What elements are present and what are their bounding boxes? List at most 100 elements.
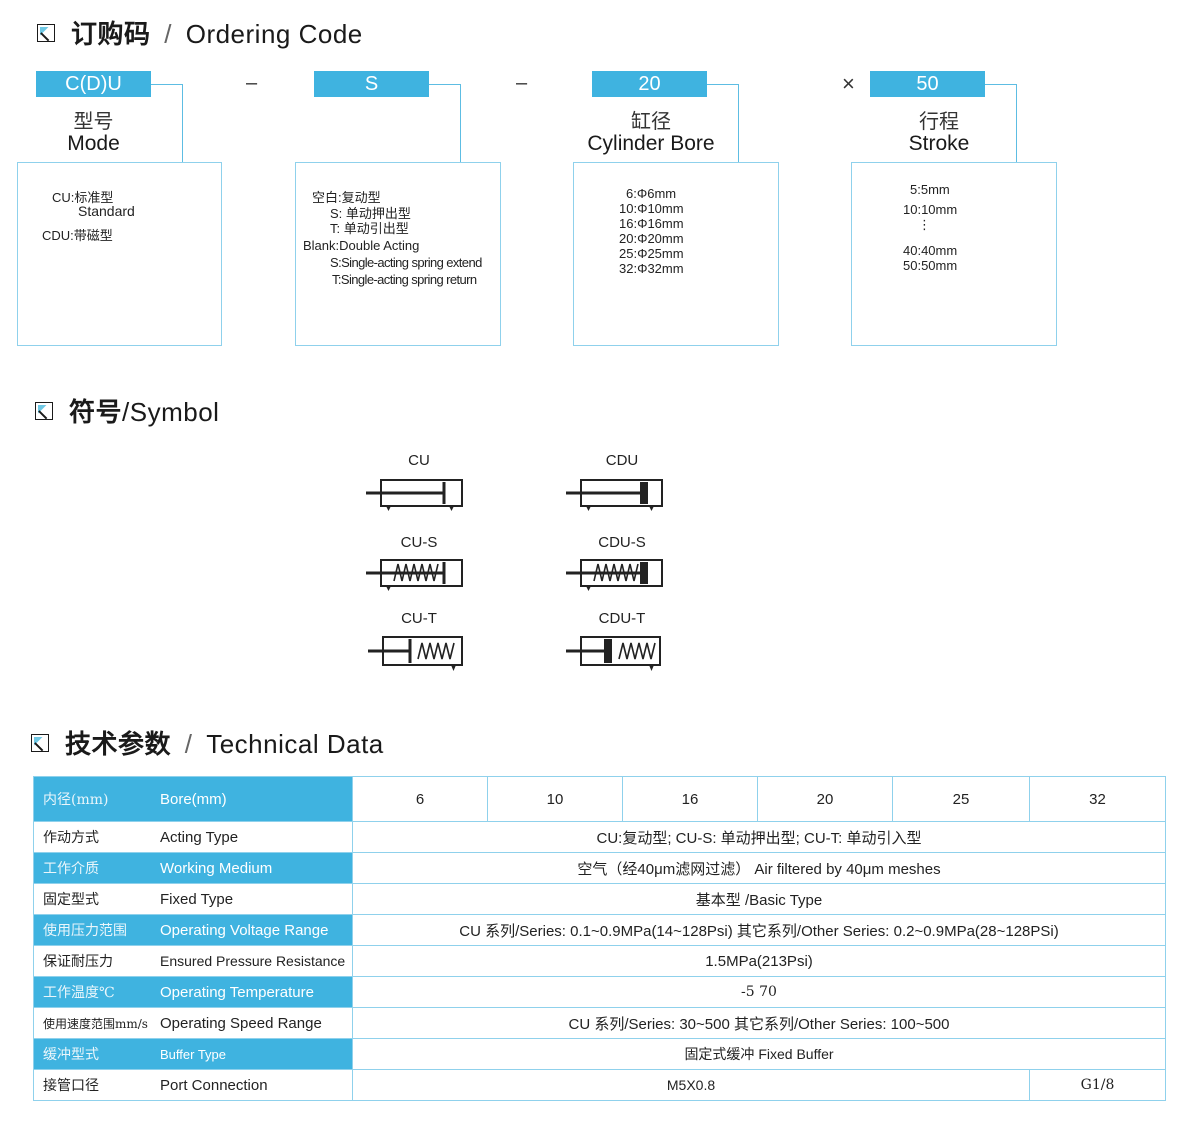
table-row: 使用压力范围 Operating Voltage Range CU 系列/Seri… xyxy=(33,914,1166,946)
row-label-cn: 使用速度范围mm/s xyxy=(43,1016,148,1031)
bore-value: 6 xyxy=(352,776,488,822)
stroke-option: 5:5mm xyxy=(910,182,950,197)
stroke-option: 40:40mm xyxy=(903,243,958,258)
cu-t-cylinder-symbol xyxy=(368,636,463,671)
table-row: 接管口径 Port Connection M5X0.8 G1/8 xyxy=(33,1069,1166,1101)
code-tag-stroke: 50 xyxy=(870,71,985,97)
row-value: 固定式缓冲 Fixed Buffer xyxy=(352,1038,1166,1070)
bore-value: 20 xyxy=(757,776,893,822)
row-label-en: Operating Speed Range xyxy=(160,1014,322,1032)
cu-s-cylinder-symbol xyxy=(366,559,463,591)
section-arrow-icon xyxy=(31,733,49,752)
stroke-ellipsis: ⋮ xyxy=(918,217,931,232)
option-cu: CU:标准型 xyxy=(52,190,114,205)
row-value: 1.5MPa(213Psi) xyxy=(352,945,1166,977)
row-value: -5 70 xyxy=(352,976,1166,1008)
bore-value: 25 xyxy=(892,776,1030,822)
option-blank-cn: 空白:复动型 xyxy=(312,190,381,205)
cdu-t-cylinder-symbol xyxy=(566,636,661,671)
technical-data-table: 内径(mm) Bore(mm) 6 10 16 20 25 32 作动方式 Acti… xyxy=(33,776,1166,1101)
separator-dash-2: – xyxy=(516,72,528,94)
row-label-cn: 使用压力范围 xyxy=(43,923,127,939)
option-t-cn: T: 单动引出型 xyxy=(330,221,409,236)
leader-line xyxy=(707,84,739,162)
option-s-cn: S: 单动押出型 xyxy=(330,206,411,221)
row-label-cn: 工作介质 xyxy=(43,861,99,877)
option-cdu: CDU:带磁型 xyxy=(42,228,113,243)
leader-line xyxy=(429,84,461,162)
table-header-row: 内径(mm) Bore(mm) 6 10 16 20 25 32 xyxy=(33,776,1166,822)
code-tag-action: S xyxy=(314,71,429,97)
section-arrow-icon xyxy=(35,401,53,420)
stroke-label-en: Stroke xyxy=(908,132,970,155)
row-value: 空气（经40μm滤网过滤） Air filtered by 40μm meshe… xyxy=(352,852,1166,884)
row-label-cn: 作动方式 xyxy=(43,830,99,846)
row-value: M5X0.8 xyxy=(352,1069,1030,1101)
stroke-options-box: 5:5mm 10:10mm ⋮ 40:40mm 50:50mm xyxy=(851,162,1057,346)
row-value-secondary: G1/8 xyxy=(1029,1069,1166,1101)
ordering-code-heading: 订购码 / Ordering Code xyxy=(37,14,363,51)
row-label-en: Acting Type xyxy=(160,829,239,846)
table-row: 使用速度范围mm/s Operating Speed Range CU 系列/Se… xyxy=(33,1007,1166,1039)
row-label-cn: 工作温度℃ xyxy=(43,985,115,1001)
row-label-en: Working Medium xyxy=(160,860,273,877)
symbol-label-cdu: CDU xyxy=(605,452,639,469)
separator-times: × xyxy=(842,71,855,96)
ordering-title-en: Ordering Code xyxy=(185,19,363,49)
bore-value: 16 xyxy=(622,776,758,822)
row-value: CU 系列/Series: 0.1~0.9MPa(14~128Psi) 其它系列… xyxy=(352,914,1166,946)
row-value: CU:复动型; CU-S: 单动押出型; CU-T: 单动引入型 xyxy=(352,821,1166,853)
technical-title-en: Technical Data xyxy=(206,729,384,759)
bore-value: 32 xyxy=(1029,776,1166,822)
technical-title-cn: 技术参数 xyxy=(65,730,172,760)
model-label-cn: 型号 xyxy=(73,109,114,133)
symbol-title-en: /Symbol xyxy=(122,397,220,427)
cdu-s-cylinder-symbol xyxy=(566,559,663,591)
section-arrow-icon xyxy=(37,23,55,42)
bore-label-en: Cylinder Bore xyxy=(587,132,715,155)
bore-option: 32:Φ32mm xyxy=(619,261,684,276)
action-options-box: 空白:复动型 S: 单动押出型 T: 单动引出型 Blank:Double Ac… xyxy=(295,162,501,346)
model-label-en: Mode xyxy=(67,132,120,155)
table-row: 工作介质 Working Medium 空气（经40μm滤网过滤） Air fil… xyxy=(33,852,1166,884)
technical-title-sep: / xyxy=(184,729,193,759)
row-label-en: Buffer Type xyxy=(160,1047,227,1062)
stroke-option: 10:10mm xyxy=(903,202,958,217)
symbol-label-cdu-t: CDU-T xyxy=(598,610,646,627)
row-label-en: Operating Voltage Range xyxy=(160,922,329,939)
bore-value: 10 xyxy=(487,776,623,822)
bore-header-cn: 内径(mm) xyxy=(43,792,109,808)
option-standard: Standard xyxy=(78,203,135,219)
code-tag-bore: 20 xyxy=(592,71,707,97)
option-blank-en: Blank:Double Acting xyxy=(303,238,420,253)
row-label-en: Operating Temperature xyxy=(160,984,314,1001)
symbol-heading: 符号/Symbol xyxy=(35,392,219,429)
stroke-label-cn: 行程 xyxy=(919,109,959,133)
option-t-en: T:Single-acting spring return xyxy=(332,272,477,287)
separator-dash-1: – xyxy=(246,72,258,94)
cu-cylinder-symbol xyxy=(366,479,463,511)
technical-heading: 技术参数 / Technical Data xyxy=(31,724,384,761)
bore-header-en: Bore(mm) xyxy=(160,791,227,808)
bore-option: 10:Φ10mm xyxy=(619,201,684,216)
row-label-cn: 接管口径 xyxy=(43,1078,99,1094)
symbol-title-cn: 符号 xyxy=(69,398,123,428)
table-row: 工作温度℃ Operating Temperature -5 70 xyxy=(33,976,1166,1008)
code-tag-model: C(D)U xyxy=(36,71,151,97)
stroke-option: 50:50mm xyxy=(903,258,958,273)
model-options-box: CU:标准型 Standard CDU:带磁型 xyxy=(17,162,222,346)
row-value: CU 系列/Series: 30~500 其它系列/Other Series: … xyxy=(352,1007,1166,1039)
cdu-cylinder-symbol xyxy=(566,479,663,511)
leader-line xyxy=(985,84,1017,162)
row-label-cn: 保证耐压力 xyxy=(43,954,113,970)
row-label-en: Port Connection xyxy=(160,1077,268,1094)
table-row: 缓冲型式 Buffer Type 固定式缓冲 Fixed Buffer xyxy=(33,1038,1166,1070)
row-label-cn: 缓冲型式 xyxy=(43,1047,99,1063)
table-row: 作动方式 Acting Type CU:复动型; CU-S: 单动押出型; CU-… xyxy=(33,821,1166,853)
bore-options-box: 6:Φ6mm 10:Φ10mm 16:Φ16mm 20:Φ20mm 25:Φ25… xyxy=(573,162,779,346)
symbol-label-cu-s: CU-S xyxy=(400,534,438,551)
row-label-en: Fixed Type xyxy=(160,891,234,908)
bore-option: 25:Φ25mm xyxy=(619,246,684,261)
